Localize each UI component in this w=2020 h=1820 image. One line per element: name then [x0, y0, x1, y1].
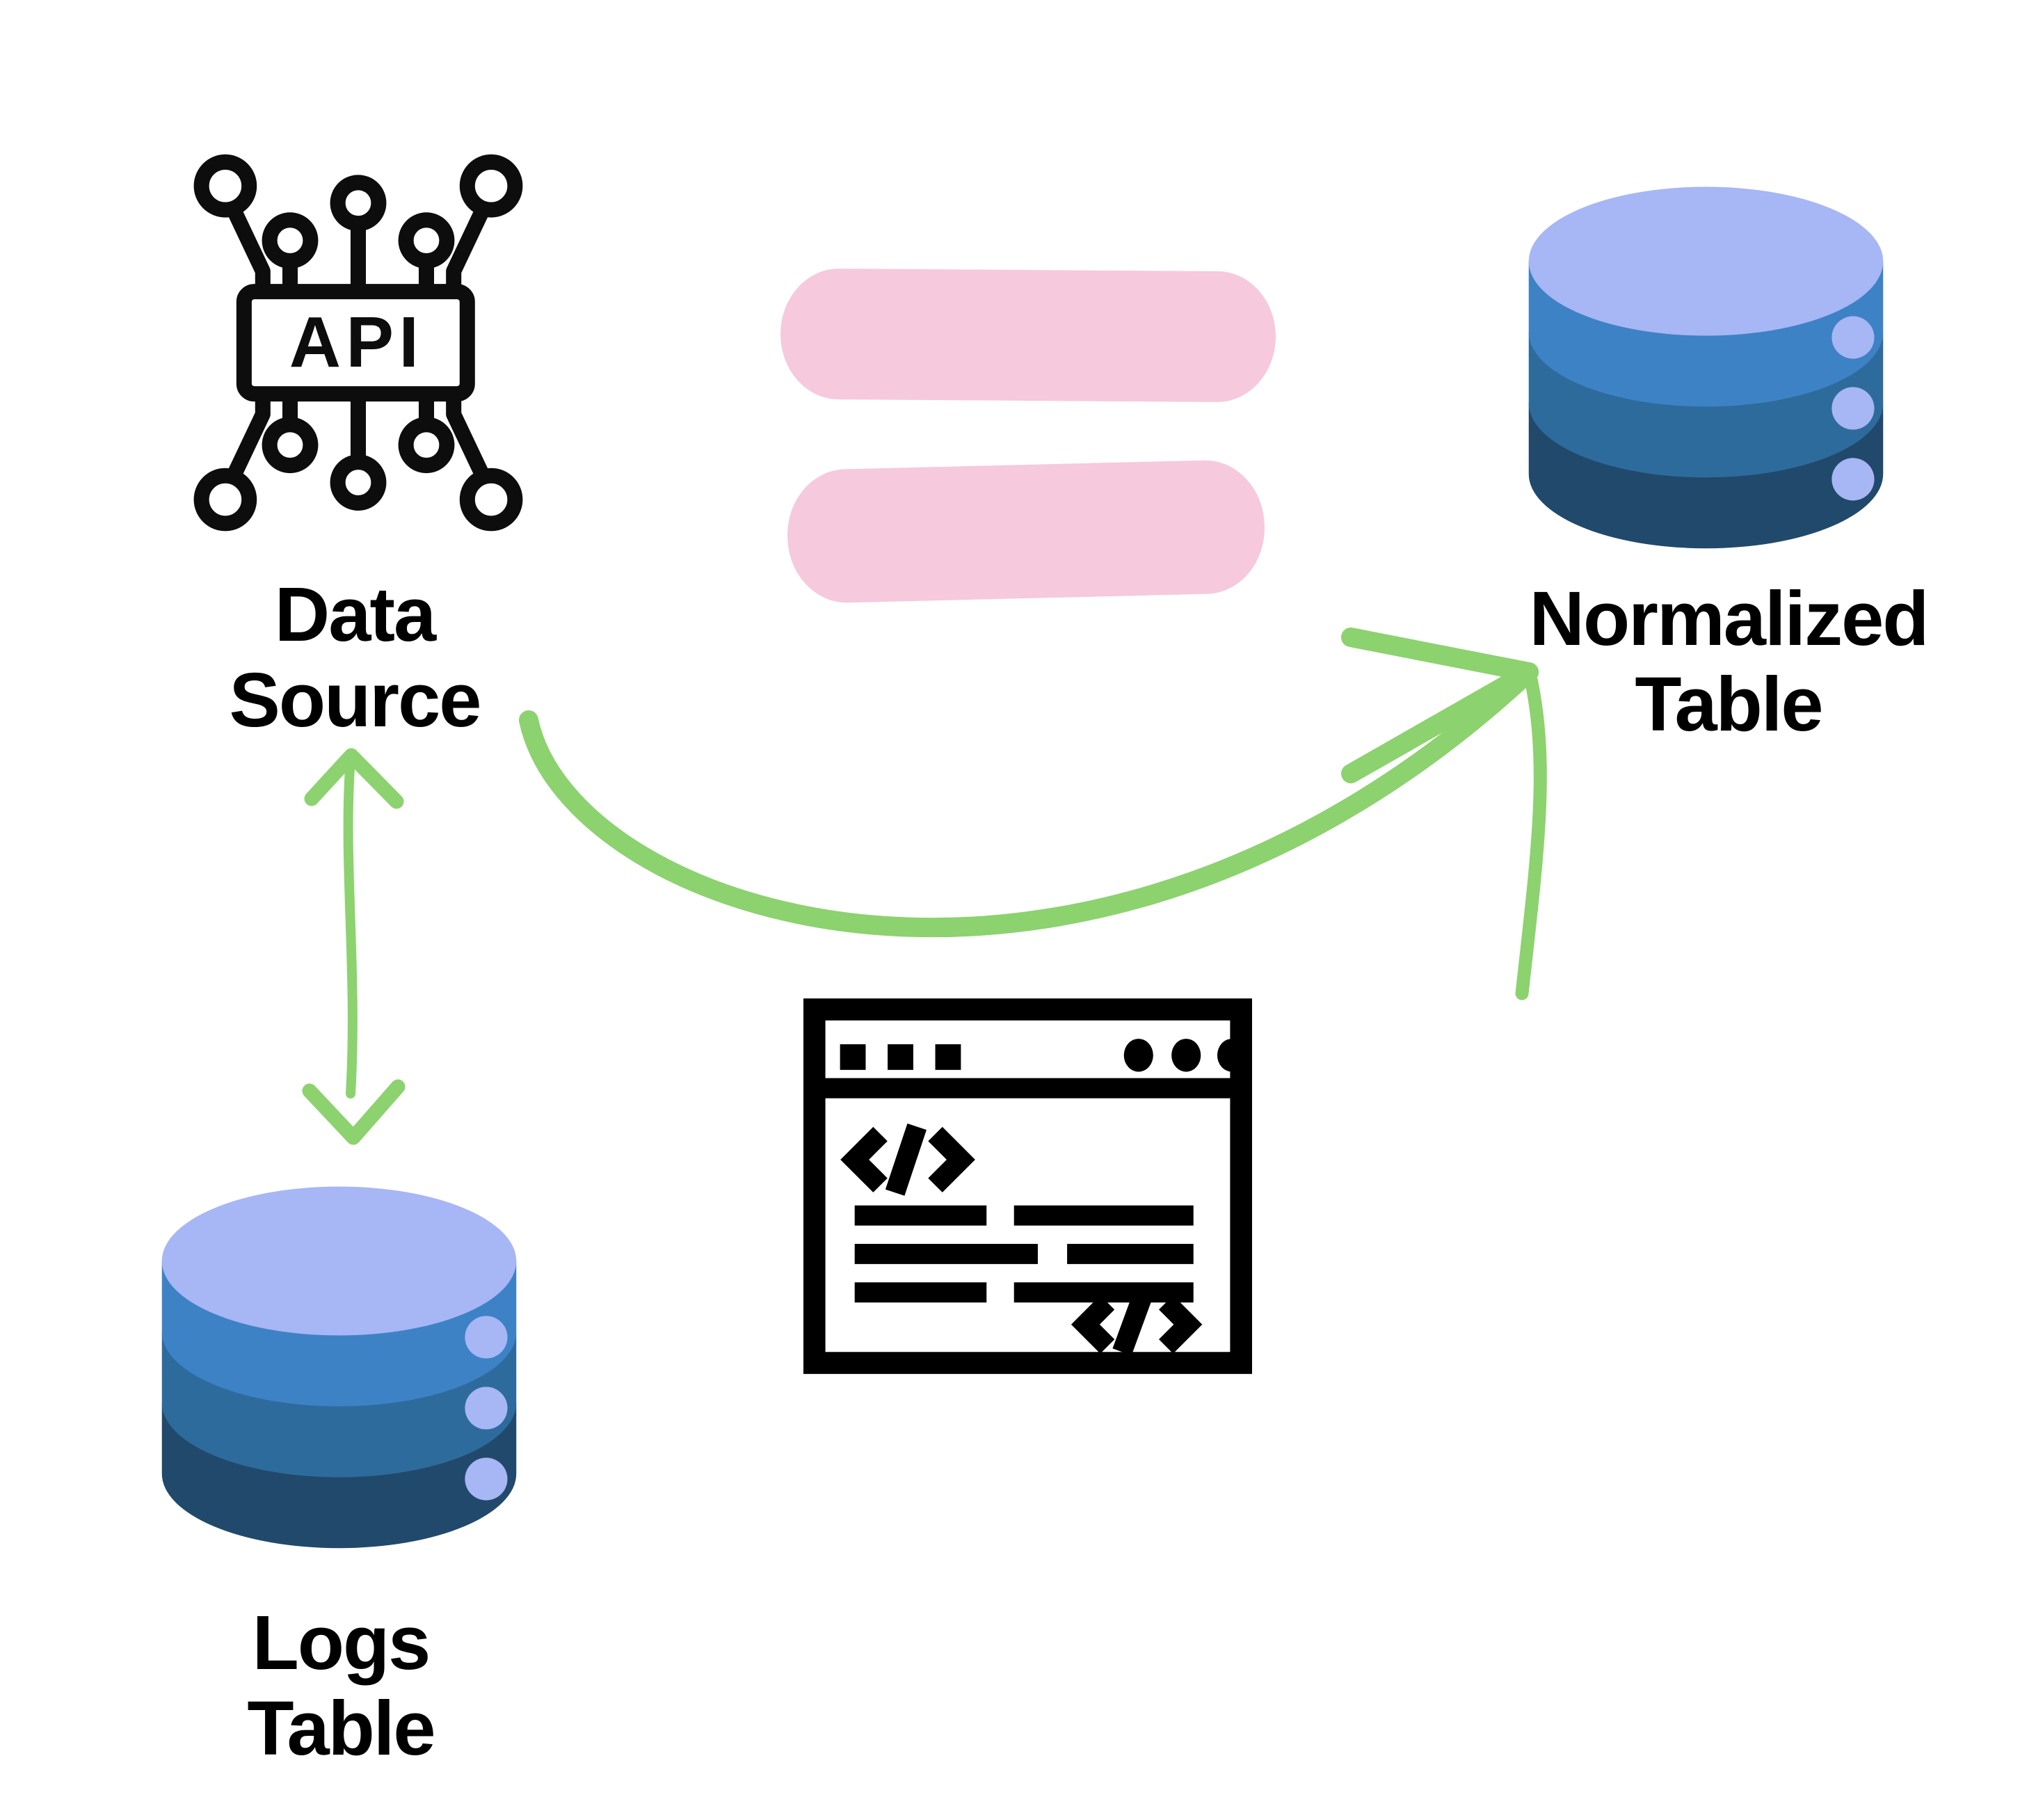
db-dot	[465, 1316, 508, 1359]
db-dot	[1831, 458, 1875, 501]
normalized-table-label-line2: Table	[1635, 662, 1823, 748]
logs-table-label-line1: Logs	[252, 1600, 431, 1686]
code-window-icon	[803, 998, 1252, 1374]
normalized-table-label-line1: Normalized	[1529, 576, 1930, 662]
transform-curved-arrow	[519, 628, 1547, 1000]
db-dot	[1831, 387, 1875, 430]
logs-table-database-icon	[161, 1186, 517, 1549]
normalized-table-database-icon	[1528, 186, 1884, 549]
logs-table-label: Logs Table	[132, 1600, 550, 1771]
window-control-dots	[1123, 1039, 1247, 1072]
data-source-label-line1: Data	[274, 572, 436, 657]
api-icon-text: API	[289, 302, 424, 382]
code-line-bars	[854, 1205, 1194, 1303]
db-dot	[465, 1387, 508, 1430]
db-dot	[465, 1458, 508, 1501]
data-source-label-line2: Source	[229, 657, 482, 744]
data-source-label: Data Source	[111, 572, 598, 743]
equals-sign-top-bar	[780, 268, 1276, 403]
logs-table-label-line2: Table	[247, 1686, 435, 1772]
sync-double-arrow	[302, 748, 406, 1145]
code-glyph-bottom	[1071, 1293, 1203, 1356]
window-menu-squares	[840, 1044, 961, 1070]
db-dot	[1831, 316, 1875, 359]
api-icon: API	[193, 154, 523, 532]
equals-sign-bottom-bar	[785, 458, 1267, 605]
normalized-table-label: Normalized Table	[1447, 576, 2010, 747]
code-glyph-top	[840, 1123, 975, 1196]
